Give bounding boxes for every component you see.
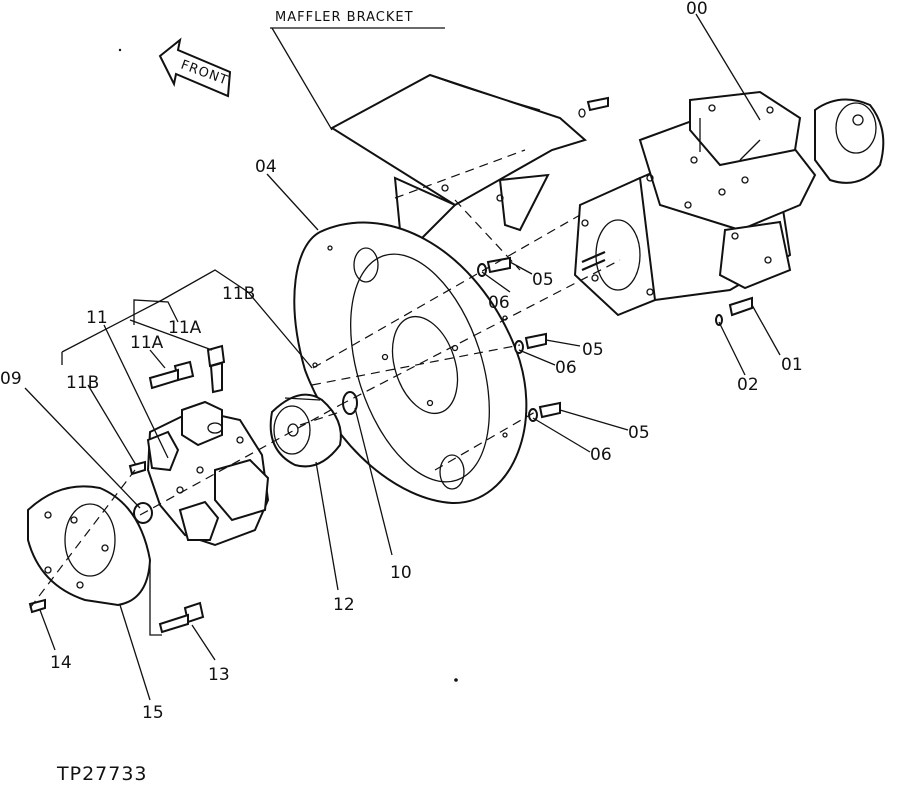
callout-02: 02	[737, 375, 759, 395]
leader-lines	[24, 13, 781, 701]
callout-11a-right: 11A	[168, 318, 202, 338]
callout-06-top: 06	[488, 293, 510, 313]
callout-05-mid: 05	[582, 340, 604, 360]
coupling-hub	[269, 393, 342, 468]
figure-reference: TP27733	[56, 763, 148, 785]
callout-04: 04	[255, 157, 277, 177]
callout-11: 11	[86, 308, 108, 328]
callout-11b-left: 11B	[66, 373, 99, 393]
front-direction-arrow: FRONT	[158, 37, 232, 98]
callout-13: 13	[208, 665, 230, 685]
flywheel-plate	[293, 221, 528, 505]
cap-screw-11a	[148, 344, 226, 394]
bracket-label: MAFFLER BRACKET	[275, 10, 414, 25]
callout-14: 14	[50, 653, 72, 673]
callout-00: 00	[686, 0, 708, 19]
hydraulic-pump-assembly	[573, 90, 885, 317]
callout-10: 10	[390, 563, 412, 583]
callout-05-low: 05	[628, 423, 650, 443]
callout-12: 12	[333, 595, 355, 615]
flex-coupling	[146, 400, 270, 547]
callout-11a-left: 11A	[130, 333, 164, 353]
callout-11b-right: 11B	[222, 284, 255, 304]
callout-09: 09	[0, 369, 22, 389]
callout-15: 15	[142, 703, 164, 723]
callout-06-mid: 06	[555, 358, 577, 378]
muffler-bracket	[330, 73, 588, 242]
callout-06-low: 06	[590, 445, 612, 465]
adapter-ring	[27, 485, 152, 607]
callout-05-top: 05	[532, 270, 554, 290]
callout-01: 01	[781, 355, 803, 375]
hardware-small	[28, 460, 205, 634]
